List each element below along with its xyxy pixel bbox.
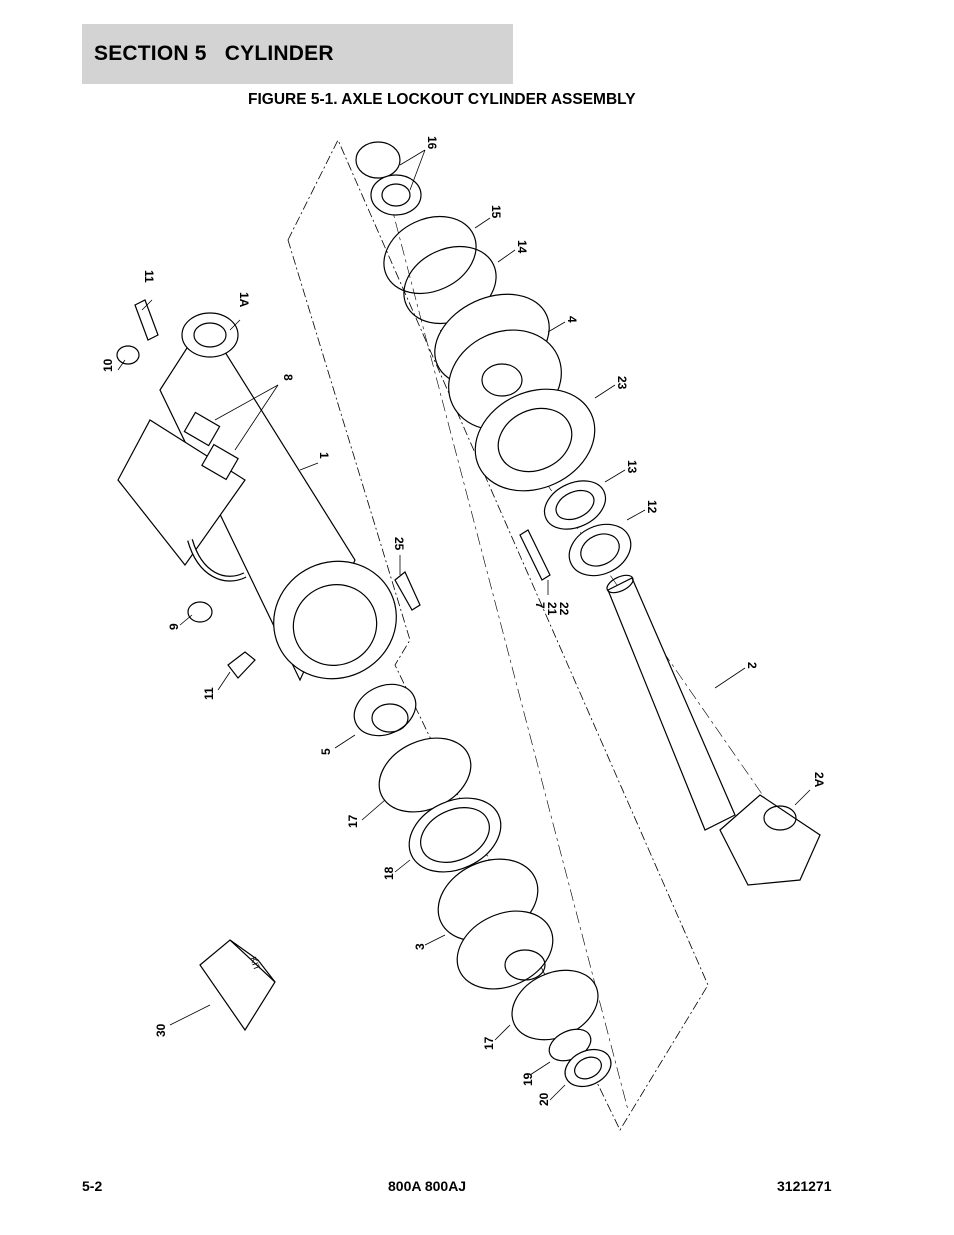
callout-20: 20 [537, 1092, 551, 1106]
callout-16: 16 [425, 136, 439, 150]
callout-22: 22 [557, 602, 571, 616]
callout-17-bottom: 17 [482, 1036, 496, 1050]
fitting-11-top-part [134, 299, 159, 341]
kit-box-part [199, 939, 276, 1032]
callout-11-top: 11 [142, 270, 156, 283]
footer-doc-number: 3121271 [777, 1178, 832, 1194]
callout-3: 3 [413, 943, 427, 950]
callout-7: 7 [533, 602, 547, 609]
callout-19: 19 [521, 1072, 535, 1086]
callout-2a: 2A [812, 772, 826, 788]
footer-page-number: 5-2 [82, 1178, 103, 1194]
plug-10-part [116, 345, 140, 365]
callout-12: 12 [645, 500, 659, 514]
callout-2: 2 [745, 662, 759, 669]
assembly-boundary-line [287, 139, 709, 1131]
rod-part [607, 577, 736, 831]
plug-9-part [187, 601, 213, 623]
kit-label: KIT [248, 955, 262, 972]
callout-9: 9 [167, 623, 181, 630]
callout-25: 25 [392, 537, 406, 551]
callout-1a: 1A [237, 292, 251, 308]
footer-model: 800A 800AJ [388, 1178, 467, 1194]
callout-1: 1 [317, 452, 331, 459]
callout-14: 14 [515, 240, 529, 254]
wiper-part [355, 141, 422, 216]
callout-5: 5 [319, 748, 333, 755]
figure-title: FIGURE 5-1. AXLE LOCKOUT CYLINDER ASSEMB… [248, 91, 636, 108]
callout-18: 18 [382, 866, 396, 880]
callout-10: 10 [101, 358, 115, 372]
section-title: SECTION 5 CYLINDER [94, 42, 334, 65]
callout-17-top: 17 [346, 814, 360, 828]
fitting-11-bottom-part [227, 651, 256, 679]
callout-4: 4 [565, 316, 579, 323]
callout-23: 23 [615, 376, 629, 390]
bolt-part [519, 529, 551, 581]
section-banner: SECTION 5 CYLINDER [82, 24, 513, 84]
piston-part [437, 858, 554, 990]
bolt-25-part [394, 571, 421, 611]
valve-block-part [117, 419, 246, 567]
callout-11-bottom: 11 [202, 687, 216, 700]
callout-8: 8 [281, 374, 295, 381]
rod-end-block-part [719, 794, 821, 886]
callout-21: 21 [545, 602, 559, 616]
flange-part [474, 388, 596, 492]
center-axis-line [377, 154, 629, 1111]
backup-ring-part [383, 215, 477, 295]
ring-20-part [564, 1048, 612, 1088]
seal-18-part [408, 797, 502, 873]
nut-part [353, 683, 417, 737]
callout-13: 13 [625, 460, 639, 474]
callout-15: 15 [489, 205, 503, 219]
callout-30: 30 [154, 1023, 168, 1037]
barrel-part [159, 312, 397, 682]
